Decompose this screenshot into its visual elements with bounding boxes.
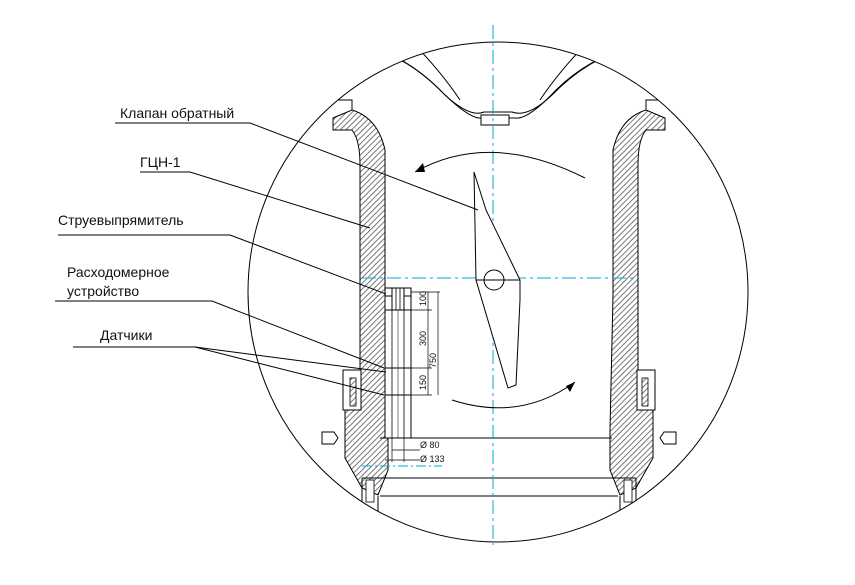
label-flowmeter-line1: Расходомерное	[67, 264, 170, 280]
rotation-arrow-bottom	[451, 381, 576, 409]
right-wall	[609, 109, 666, 496]
label-main-pump: ГЦН-1	[140, 154, 181, 170]
rotation-arrow-top	[414, 152, 586, 179]
left-wall	[332, 109, 389, 496]
pump-body	[321, 42, 677, 542]
dim-300: 300	[418, 331, 428, 346]
label-sensors: Датчики	[100, 327, 152, 343]
label-check-valve: Клапан обратный	[120, 105, 234, 121]
check-valve	[473, 171, 521, 389]
dim-dia80: Ø 80	[420, 440, 440, 450]
flowmeter-device	[384, 287, 412, 439]
leaders	[55, 122, 479, 396]
label-flowmeter-line2: устройство	[67, 283, 139, 299]
detail-circle	[247, 41, 749, 543]
label-flow-straightener: Струевыпрямитель	[58, 212, 184, 228]
dim-100: 100	[418, 291, 428, 306]
dimensions: 100 300 150 750 Ø 80 Ø 133	[385, 291, 445, 464]
impeller-top	[349, 42, 651, 119]
dim-150: 150	[418, 375, 428, 390]
dim-750: 750	[428, 353, 438, 368]
dim-dia133: Ø 133	[420, 454, 445, 464]
